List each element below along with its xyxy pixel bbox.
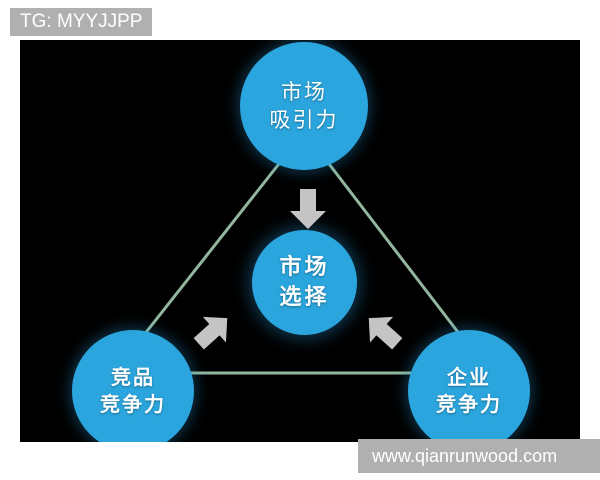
arrow-up-left-icon [368, 316, 403, 350]
node-center-line-1: 市场 [279, 254, 330, 280]
node-center-line-2: 选择 [279, 284, 330, 310]
node-competitor-competitiveness[interactable]: 竞品 竞争力 [72, 330, 194, 442]
node-top-line-2: 吸引力 [269, 108, 339, 132]
node-market-selection[interactable]: 市场 选择 [252, 230, 357, 335]
watermark-bottom-right: www.qianrunwood.com [358, 439, 600, 473]
node-right-line-2: 竞争力 [436, 392, 502, 416]
diagram-canvas: 市场 吸引力 市场 选择 竞品 竞争力 企业 竞争力 [20, 40, 580, 442]
arrow-down-icon [290, 189, 326, 229]
connector-line-top-left [138, 159, 284, 341]
node-left-line-2: 竞争力 [100, 392, 166, 416]
node-left-line-1: 竞品 [111, 365, 155, 389]
connector-triangle [138, 159, 466, 375]
node-enterprise-competitiveness[interactable]: 企业 竞争力 [408, 330, 530, 442]
node-market-attractiveness[interactable]: 市场 吸引力 [240, 42, 368, 170]
arrow-up-right-icon [193, 316, 228, 350]
node-right-line-1: 企业 [447, 365, 491, 389]
watermark-top-left: TG: MYYJJPP [10, 8, 153, 36]
node-top-line-1: 市场 [281, 79, 327, 104]
connector-line-top-right [324, 159, 466, 341]
